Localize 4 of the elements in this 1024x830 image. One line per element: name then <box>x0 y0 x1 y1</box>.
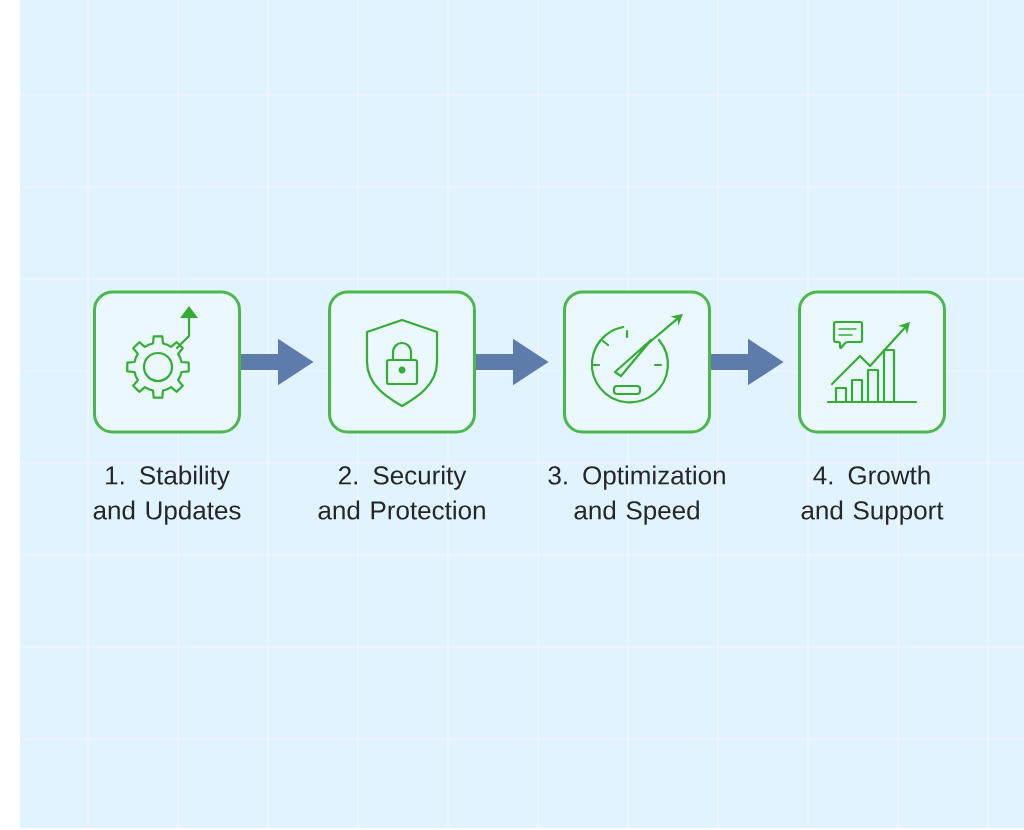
step-label: 2. Security and Protection <box>318 465 485 520</box>
step-label: 3. Optimization and Speed <box>548 465 725 525</box>
step-label: 4. Growth and Support <box>801 465 944 525</box>
step-label: 1. Stability and Updates <box>93 465 241 525</box>
